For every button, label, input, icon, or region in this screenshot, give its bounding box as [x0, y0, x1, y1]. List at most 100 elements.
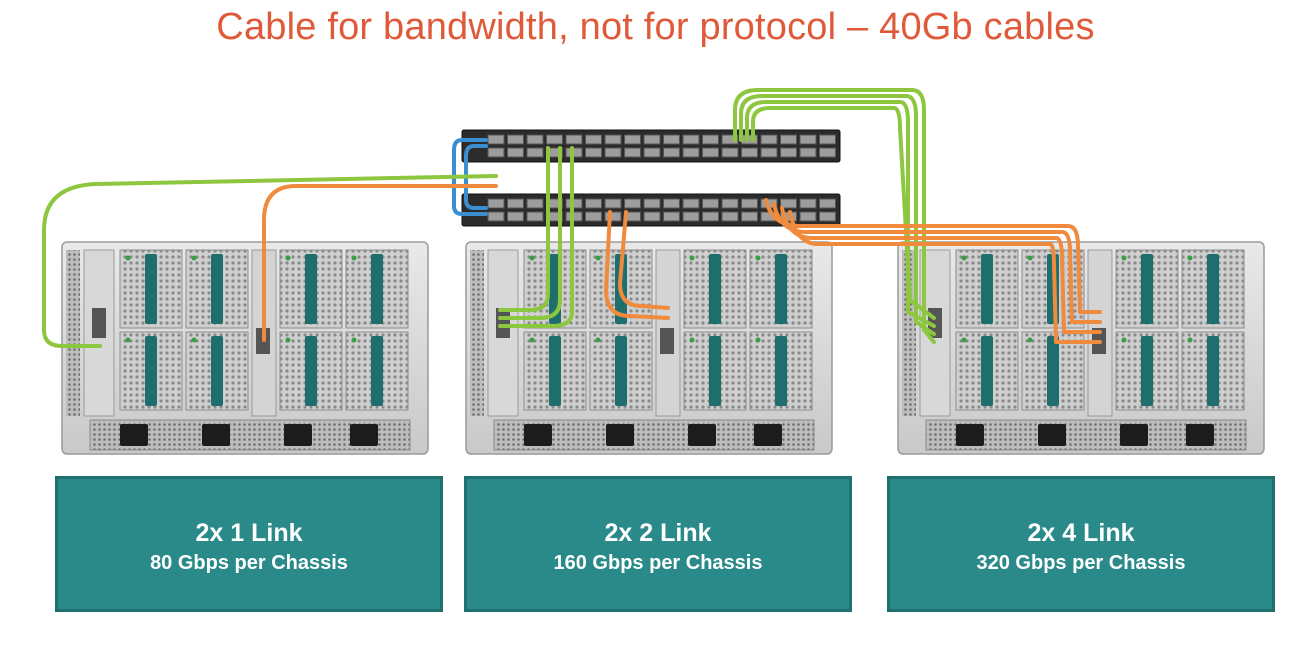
blade-handle [1207, 254, 1219, 324]
switch-port [487, 134, 505, 145]
switch-port [702, 134, 719, 145]
blade-handle [211, 254, 223, 324]
blade-handle [305, 254, 317, 324]
blade-handle [371, 336, 383, 406]
status-led [689, 337, 695, 343]
switch-port [663, 198, 680, 209]
status-led [961, 337, 967, 343]
switch-port [643, 134, 661, 145]
center-io-port [660, 328, 674, 354]
switch-port [643, 211, 661, 222]
switch-port [604, 147, 622, 158]
switch-port [682, 134, 700, 145]
status-led [1027, 255, 1033, 261]
power-inlet [1120, 424, 1148, 446]
status-led [961, 255, 967, 261]
config-bandwidth: 160 Gbps per Chassis [553, 552, 763, 574]
cabling-diagram [42, 88, 1265, 455]
switch-port [819, 147, 836, 158]
switch-port [760, 134, 778, 145]
switch-port [526, 198, 544, 209]
blade-handle [145, 254, 157, 324]
switch-port [487, 147, 505, 158]
status-led [125, 337, 131, 343]
switch-port [799, 147, 817, 158]
status-led [285, 337, 291, 343]
switch-port [682, 198, 700, 209]
status-led [191, 255, 197, 261]
blade-handle [775, 254, 787, 324]
config-box-2: 2x 2 Link 160 Gbps per Chassis [464, 476, 852, 612]
io-module [83, 249, 115, 417]
switch-port [702, 211, 719, 222]
status-led [529, 255, 535, 261]
blade-handle [371, 254, 383, 324]
status-led [1121, 255, 1127, 261]
switch-port [507, 211, 524, 222]
switch-port [585, 211, 602, 222]
status-led [351, 255, 357, 261]
switch-port [507, 198, 524, 209]
blade-handle [549, 336, 561, 406]
switch-port [799, 134, 817, 145]
switch-port [741, 211, 758, 222]
chassis-3 [897, 241, 1265, 455]
blade-handle [709, 336, 721, 406]
config-links: 2x 2 Link [604, 519, 712, 547]
switch-port [721, 211, 739, 222]
cable-green-chassis-3-a [733, 88, 936, 344]
status-led [1027, 337, 1033, 343]
chassis-1 [61, 241, 429, 455]
cable-green-chassis-3-b [739, 94, 936, 336]
chassis-vent [902, 250, 916, 416]
io-port-block [496, 308, 510, 338]
switch-port [643, 198, 661, 209]
power-inlet [120, 424, 148, 446]
switch-port [643, 147, 661, 158]
config-box-1: 2x 1 Link 80 Gbps per Chassis [55, 476, 443, 612]
blade-handle [145, 336, 157, 406]
switch-port [663, 134, 680, 145]
cable-orange-chassis-2-a [604, 210, 670, 320]
switch-port [604, 198, 622, 209]
config-links: 2x 4 Link [1027, 519, 1135, 547]
switch-port [780, 198, 797, 209]
config-box-3: 2x 4 Link 320 Gbps per Chassis [887, 476, 1275, 612]
cable-green-chassis-2-b [498, 146, 574, 328]
cable-orange-chassis-3-d [788, 210, 1102, 344]
switch-port [819, 134, 836, 145]
fabric-interconnect-a [461, 129, 841, 163]
switch-port [526, 147, 544, 158]
cable-orange-chassis-3-a [764, 198, 1102, 314]
switch-port [585, 147, 602, 158]
cable-green-chassis-3-c [745, 100, 936, 328]
switch-port [721, 198, 739, 209]
slide-title: Cable for bandwidth, not for protocol – … [216, 6, 1095, 48]
blade-handle [1207, 336, 1219, 406]
blade-handle [305, 336, 317, 406]
switch-port [487, 198, 505, 209]
cable-green-chassis-1 [42, 174, 498, 348]
switch-port [585, 134, 602, 145]
power-inlet [202, 424, 230, 446]
switch-port [624, 134, 641, 145]
io-port-block [92, 308, 106, 338]
status-led [125, 255, 131, 261]
power-inlet [606, 424, 634, 446]
switch-port [585, 198, 602, 209]
switch-port [487, 211, 505, 222]
switch-port [663, 211, 680, 222]
switch-port [546, 134, 563, 145]
switch-port [702, 147, 719, 158]
chassis-vent [470, 250, 484, 416]
switch-port [624, 198, 641, 209]
switch-port [721, 147, 739, 158]
status-led [595, 337, 601, 343]
power-inlet [956, 424, 984, 446]
switch-port [526, 211, 544, 222]
blade-handle [1047, 336, 1059, 406]
switch-port [741, 147, 758, 158]
power-inlet [524, 424, 552, 446]
power-inlet [754, 424, 782, 446]
switch-port [780, 147, 797, 158]
